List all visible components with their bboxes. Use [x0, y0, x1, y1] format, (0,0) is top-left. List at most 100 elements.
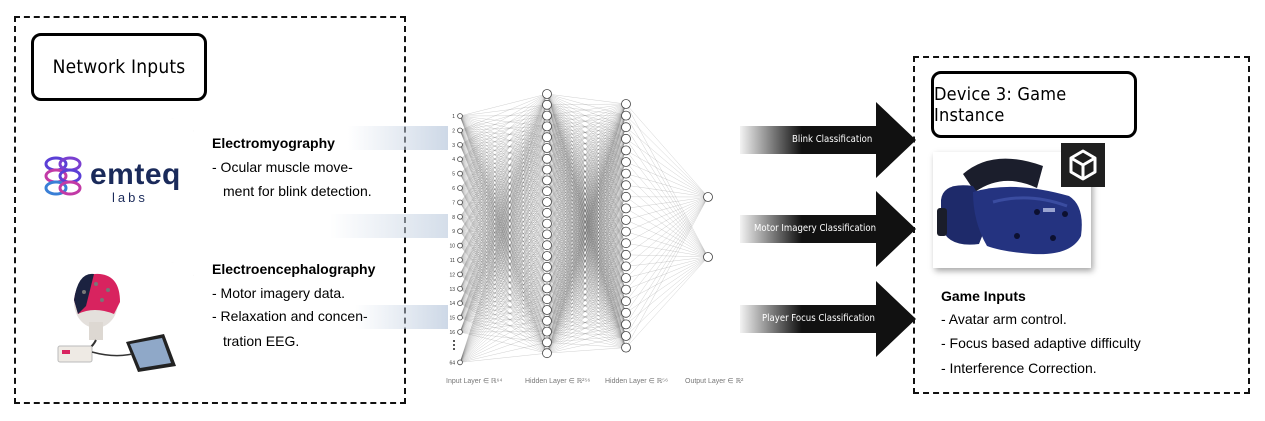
connection-hidden1-hidden2	[546, 191, 627, 221]
hidden-layer-1-node	[542, 175, 552, 186]
emteq-logo-subtext: labs	[112, 190, 148, 205]
hidden-layer-1-node	[542, 207, 552, 218]
connection-hidden1-hidden2	[546, 231, 627, 321]
connection-input-hidden1	[459, 303, 548, 332]
connection-hidden1-hidden2	[546, 103, 627, 311]
connection-hidden1-hidden2	[546, 254, 627, 332]
connection-hidden1-hidden2	[546, 173, 627, 246]
unity-logo-badge	[1061, 143, 1105, 187]
connection-hidden2-output	[625, 256, 709, 313]
connection-hidden1-hidden2	[546, 185, 627, 224]
connection-hidden1-hidden2	[546, 93, 627, 128]
hidden-layer-2-node	[621, 191, 631, 202]
connection-hidden1-hidden2	[546, 150, 627, 311]
connection-input-hidden1	[459, 93, 548, 304]
hidden-layer-1-node	[542, 89, 552, 99]
connection-input-hidden1	[459, 320, 548, 363]
connection-input-hidden1	[459, 93, 548, 261]
connection-hidden1-hidden2	[546, 103, 627, 343]
emg-line-1: - Ocular muscle move-	[212, 159, 353, 175]
connection-input-hidden1	[459, 126, 548, 304]
connection-hidden1-hidden2	[546, 335, 627, 354]
connection-hidden1-hidden2	[546, 324, 627, 354]
input-node-label: 3	[452, 143, 455, 149]
connection-input-hidden1	[459, 126, 548, 275]
output-layer-label: Output Layer ∈ ℝ²	[685, 378, 744, 385]
connection-hidden1-hidden2	[546, 219, 627, 235]
connection-hidden2-output	[625, 196, 709, 302]
connection-hidden1-hidden2	[546, 289, 627, 343]
connection-hidden1-hidden2	[546, 103, 627, 192]
connection-input-hidden1	[459, 104, 548, 160]
connection-hidden1-hidden2	[546, 150, 627, 267]
connection-hidden1-hidden2	[546, 115, 627, 149]
input-node-label: 9	[452, 229, 455, 235]
input-layer-node	[457, 286, 463, 292]
connection-hidden1-hidden2	[546, 138, 627, 343]
connection-hidden1-hidden2	[546, 127, 627, 278]
connection-hidden1-hidden2	[546, 103, 627, 246]
connection-hidden2-output	[625, 150, 709, 258]
hidden-layer-1-node	[542, 121, 552, 132]
connection-input-hidden1	[459, 277, 548, 318]
game-input-2: - Focus based adaptive difficulty	[941, 335, 1141, 351]
hidden-layer-2-node	[621, 215, 631, 225]
connection-hidden2-output	[625, 196, 709, 209]
connection-hidden1-hidden2	[546, 103, 627, 267]
hidden-layer-1-node	[542, 110, 552, 121]
connection-hidden2-output	[625, 115, 709, 258]
connection-hidden1-hidden2	[546, 127, 627, 332]
connection-hidden1-hidden2	[546, 138, 627, 321]
connection-input-hidden1	[459, 169, 548, 318]
connection-hidden1-hidden2	[546, 254, 627, 257]
connection-input-hidden1	[459, 317, 548, 332]
connection-input-hidden1	[459, 191, 548, 304]
emg-input-band-2	[330, 214, 448, 238]
connection-hidden1-hidden2	[546, 161, 627, 289]
hidden-layer-1-node	[542, 337, 552, 348]
input-layer-node	[457, 113, 463, 119]
connection-hidden1-hidden2	[546, 312, 627, 343]
connection-hidden1-hidden2	[546, 301, 627, 354]
connection-input-hidden1	[459, 234, 548, 304]
connection-hidden1-hidden2	[546, 243, 627, 257]
connection-input-hidden1	[459, 93, 548, 145]
connection-hidden2-output	[625, 256, 709, 337]
connection-input-hidden1	[459, 137, 548, 304]
connection-hidden1-hidden2	[546, 161, 627, 192]
connection-hidden1-hidden2	[546, 219, 627, 257]
connection-hidden1-hidden2	[546, 196, 627, 300]
connection-hidden1-hidden2	[546, 115, 627, 181]
connection-hidden1-hidden2	[546, 208, 627, 354]
eeg-cap-card	[34, 262, 194, 374]
hidden-layer-2-node	[621, 110, 631, 121]
connection-hidden1-hidden2	[546, 254, 627, 321]
connection-input-hidden1	[459, 126, 548, 363]
connection-hidden1-hidden2	[546, 173, 627, 278]
connection-hidden1-hidden2	[546, 150, 627, 321]
hidden-layer-2-node	[621, 273, 631, 283]
connection-hidden1-hidden2	[546, 243, 627, 289]
hidden-layer-2-node	[621, 226, 631, 237]
connection-hidden2-output	[625, 196, 709, 290]
connection-input-hidden1	[459, 299, 548, 304]
connection-hidden1-hidden2	[546, 93, 627, 209]
hidden-layer-2-node	[621, 145, 631, 156]
connection-input-hidden1	[459, 104, 548, 275]
input-layer-node	[457, 156, 463, 162]
connection-input-hidden1	[459, 234, 548, 363]
connection-hidden1-hidden2	[546, 115, 627, 127]
connection-hidden1-hidden2	[546, 266, 627, 343]
connection-hidden2-output	[625, 196, 709, 267]
connection-input-hidden1	[459, 169, 548, 333]
connection-hidden2-output	[625, 185, 709, 258]
hidden-layer-1-node	[542, 240, 552, 251]
connection-hidden1-hidden2	[546, 219, 627, 343]
connection-hidden1-hidden2	[546, 212, 627, 244]
connection-hidden1-hidden2	[546, 331, 627, 337]
connection-input-hidden1	[459, 158, 548, 304]
connection-hidden1-hidden2	[546, 212, 627, 232]
connection-hidden1-hidden2	[546, 223, 627, 255]
connection-hidden1-hidden2	[546, 208, 627, 267]
input-node-label: 5	[452, 172, 455, 178]
